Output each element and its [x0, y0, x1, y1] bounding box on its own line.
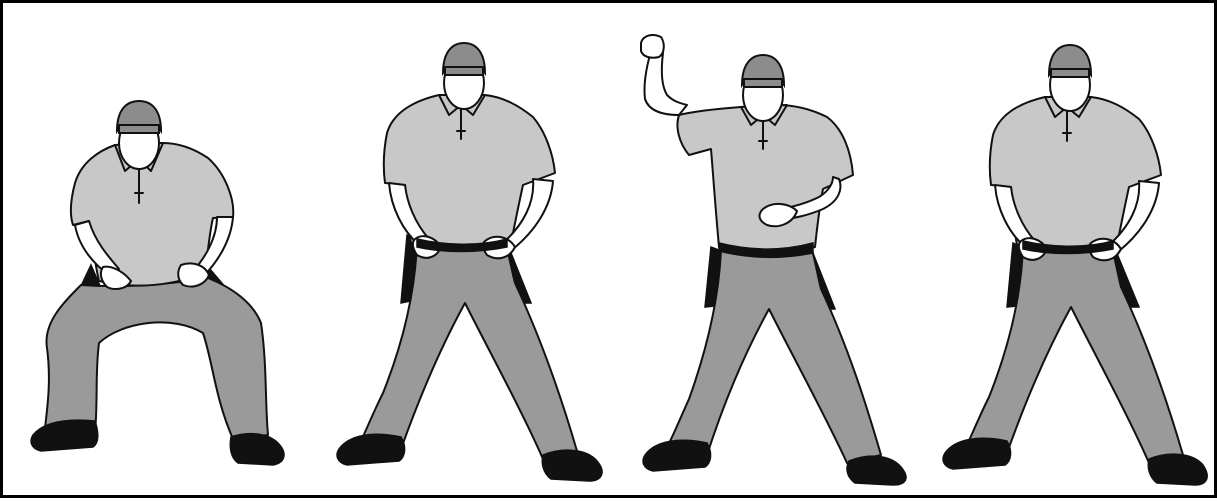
umpire-figure-crouch [31, 101, 284, 465]
umpire-signals-illustration: .shirt { fill: #c8c8c8; stroke: #111; st… [3, 3, 1217, 501]
umpire-figure-standing-2 [943, 45, 1207, 485]
umpire-figure-standing-1 [337, 43, 602, 481]
umpire-figure-out-signal [641, 35, 906, 485]
